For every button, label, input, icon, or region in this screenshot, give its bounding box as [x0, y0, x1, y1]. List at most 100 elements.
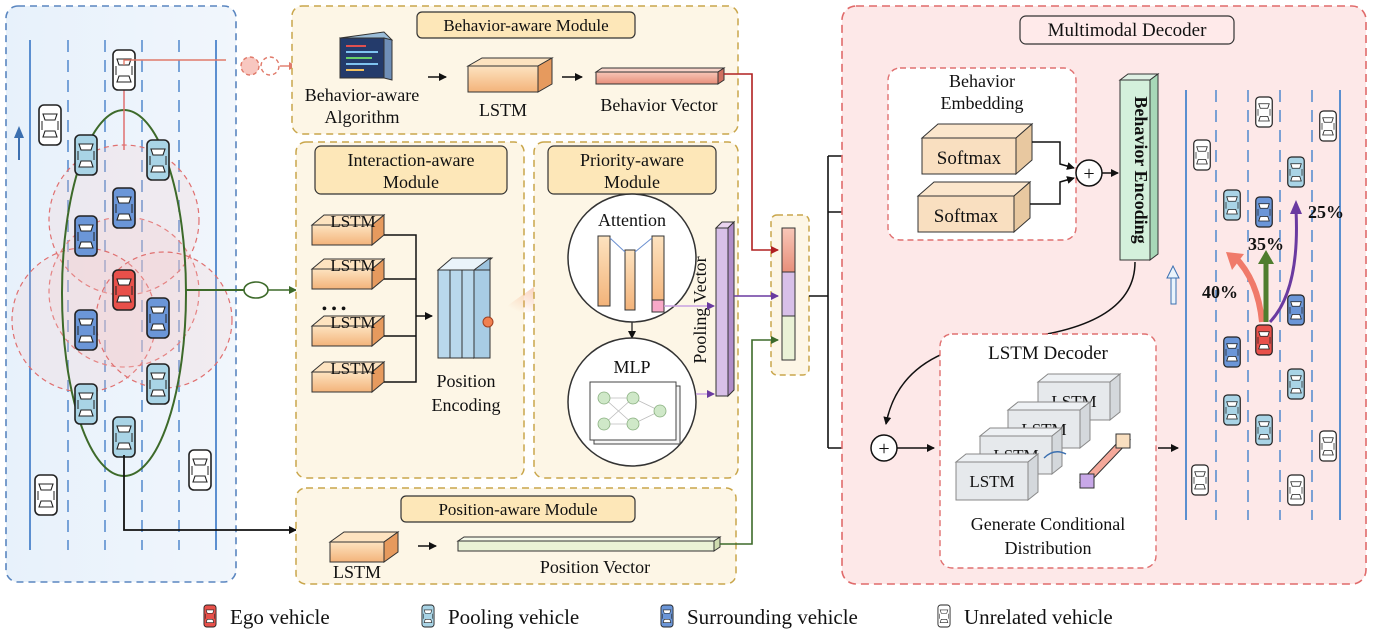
softmax-label-2: Softmax — [934, 206, 999, 227]
prediction-prob-straight: 35% — [1248, 234, 1284, 254]
multimodal-decoder: Multimodal Decoder Behavior Embedding So… — [841, 5, 1367, 585]
interaction-lstm-label: LSTM — [330, 256, 375, 275]
input-scene — [5, 5, 237, 583]
unrelated-vehicle-icon — [38, 104, 62, 146]
algorithm-label-line2: Algorithm — [325, 107, 400, 127]
pooling-vehicle-icon — [1223, 189, 1241, 221]
prediction-prob-right: 25% — [1308, 202, 1344, 222]
pooling-vector-bar — [714, 220, 736, 398]
softmax-block-1 — [920, 122, 1034, 176]
surrounding-vehicle-icon — [112, 187, 136, 229]
decoder-output-vector — [1078, 433, 1132, 489]
sum-node-1-symbol: + — [1083, 163, 1094, 185]
decoder-lstm-label: LSTM — [969, 472, 1014, 491]
priority-module-title-line2: Module — [604, 172, 660, 192]
behavior-aware-module: Behavior-aware Module Behavior-aware Alg… — [291, 5, 739, 135]
unrelated-vehicle-icon — [937, 604, 951, 628]
unrelated-vehicle-icon — [34, 474, 58, 516]
priority-module-title: Priority-aware — [580, 150, 684, 170]
mlp-label: MLP — [613, 357, 650, 377]
softmax-label-1: Softmax — [937, 148, 1002, 169]
unrelated-vehicle-icon — [1287, 474, 1305, 506]
pooling-vehicle-icon — [74, 383, 98, 425]
pooling-vector-label: Pooling Vector — [690, 256, 710, 363]
unrelated-vehicle-icon — [1319, 430, 1337, 462]
behavior-module-title: Behavior-aware Module — [443, 16, 608, 35]
surrounding-vehicle-icon — [660, 604, 674, 628]
pooling-vehicle-icon — [421, 604, 435, 628]
behavior-embedding-label-line2: Embedding — [941, 93, 1024, 113]
position-encoding-label: Position — [436, 371, 495, 391]
algorithm-book-icon — [338, 31, 394, 81]
position-vector-label: Position Vector — [540, 557, 650, 577]
direction-arrow-icon — [14, 126, 24, 160]
position-lstm-block — [328, 531, 400, 563]
position-encoding-block — [436, 257, 494, 359]
behavior-vector-bar — [594, 67, 726, 85]
behavior-encoding-label: Behavior Encoding — [1131, 96, 1151, 243]
softmax-block-2 — [916, 180, 1032, 234]
interaction-lstm-stack: LSTM LSTM LSTM LSTM — [310, 212, 386, 394]
unrelated-vehicle-icon — [1191, 464, 1209, 496]
behavior-embedding-label: Behavior — [949, 71, 1015, 91]
legend-label-unrelated: Unrelated vehicle — [964, 605, 1113, 629]
legend-item-pooling: Pooling vehicle — [421, 604, 579, 629]
position-aware-module: Position-aware Module LSTM Position Vect… — [295, 487, 737, 585]
interaction-lstm-label: LSTM — [330, 313, 375, 332]
position-vector-bar — [456, 536, 722, 552]
surrounding-vehicle-icon — [146, 297, 170, 339]
pooling-vehicle-icon — [146, 139, 170, 181]
lstm-ellipsis: • • • — [322, 301, 347, 318]
ego-vehicle-icon — [1255, 324, 1273, 356]
behavior-vector-label: Behavior Vector — [600, 95, 717, 115]
output-direction-arrow-icon — [1166, 264, 1180, 305]
sum-node-2-symbol: + — [878, 438, 889, 460]
generate-label-line2: Distribution — [1004, 538, 1091, 558]
pooling-vehicle-icon — [146, 363, 170, 405]
position-lstm-label: LSTM — [333, 562, 381, 582]
surrounding-vehicle-icon — [74, 309, 98, 351]
interaction-lstm-block: LSTM — [310, 256, 386, 291]
output-scene: 40% 35% 25% — [1166, 90, 1344, 520]
interaction-lstm-label: LSTM — [330, 359, 375, 378]
surrounding-vehicle-icon — [1255, 196, 1273, 228]
unrelated-vehicle-icon — [1255, 96, 1273, 128]
attention-label: Attention — [598, 210, 666, 230]
surrounding-vehicle-icon — [1223, 336, 1241, 368]
interaction-module-title: Interaction-aware — [348, 150, 475, 170]
lstm-decoder-title: LSTM Decoder — [988, 343, 1108, 364]
concatenated-feature-vector — [770, 214, 810, 376]
legend-label-ego: Ego vehicle — [230, 605, 330, 629]
position-module-title: Position-aware Module — [438, 500, 597, 519]
interaction-aware-module: Interaction-aware Module LSTMLSTMLSTMLST… — [295, 141, 525, 479]
prediction-prob-left: 40% — [1202, 282, 1238, 302]
interaction-lstm-block: LSTM — [310, 212, 386, 247]
unrelated-vehicle-icon — [1319, 110, 1337, 142]
decoder-title: Multimodal Decoder — [1048, 20, 1207, 41]
generate-label: Generate Conditional — [971, 514, 1125, 534]
priority-aware-module: Priority-aware Module Attention MLP — [533, 141, 739, 479]
legend-item-ego: Ego vehicle — [203, 604, 330, 629]
behavior-lstm-label: LSTM — [479, 100, 527, 120]
ego-vehicle-icon — [203, 604, 217, 628]
pooling-vehicle-icon — [74, 134, 98, 176]
behavior-lstm-block — [466, 57, 554, 93]
legend-item-unrelated: Unrelated vehicle — [937, 604, 1113, 629]
behavior-encoding-bar — [1118, 73, 1160, 261]
ego-vehicle-icon — [112, 269, 136, 311]
surrounding-vehicle-icon — [1287, 294, 1305, 326]
interaction-lstm-label: LSTM — [330, 212, 375, 231]
pooling-vehicle-icon — [1223, 394, 1241, 426]
legend: Ego vehicle Pooling vehicle Surrounding … — [203, 604, 1113, 629]
pooling-vehicle-icon — [1287, 156, 1305, 188]
unrelated-vehicle-icon — [1193, 139, 1211, 171]
interaction-module-title-line2: Module — [383, 172, 439, 192]
decoder-lstm-block: LSTM — [954, 452, 1040, 502]
mlp-network-icon — [589, 381, 681, 445]
legend-label-surrounding: Surrounding vehicle — [687, 605, 858, 629]
legend-item-surrounding: Surrounding vehicle — [660, 604, 858, 629]
interaction-lstm-block: LSTM — [310, 359, 386, 394]
prediction-arrow-right — [1268, 209, 1298, 324]
algorithm-label: Behavior-aware — [305, 85, 420, 105]
